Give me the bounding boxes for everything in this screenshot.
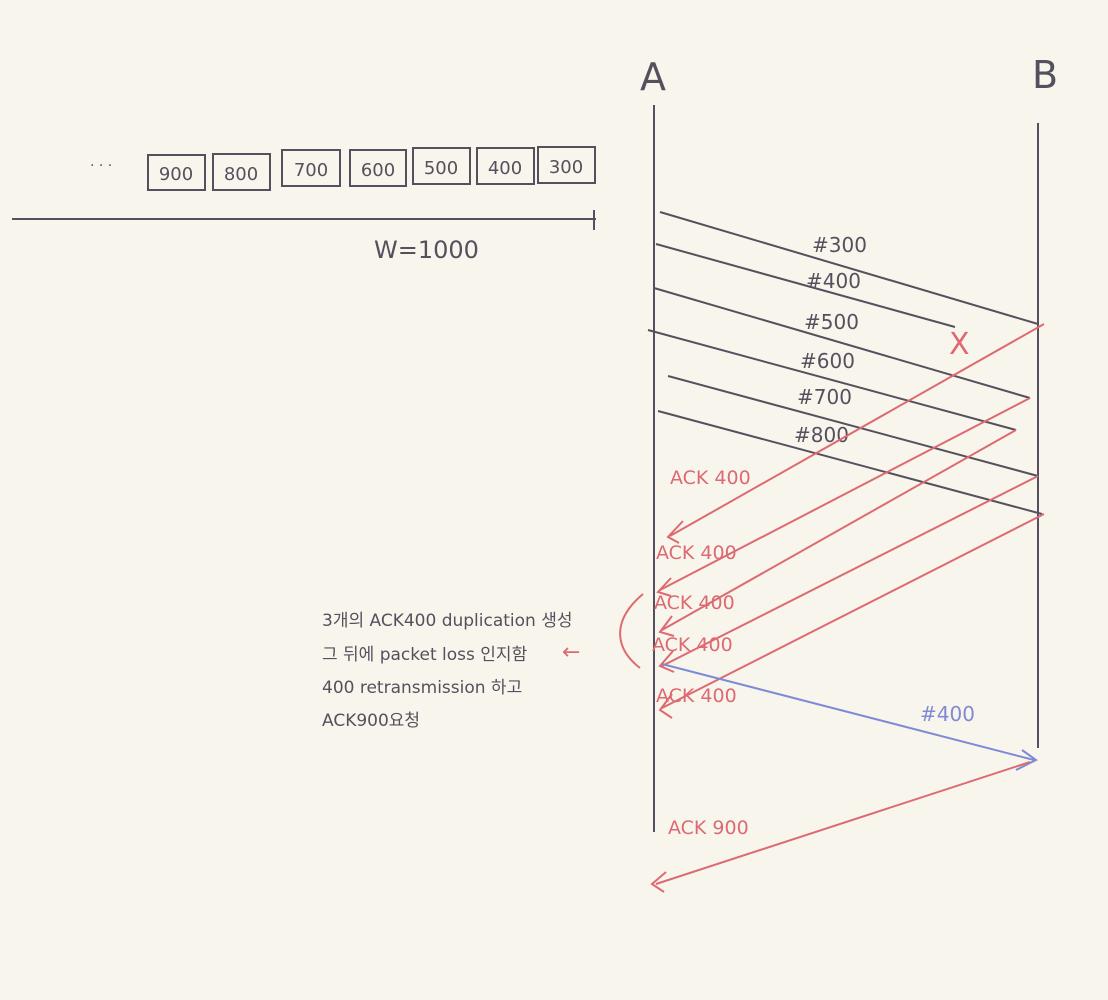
ack-group-bracket	[619, 593, 644, 669]
segment-line	[655, 243, 956, 328]
loss-mark: X	[949, 327, 970, 362]
ack-label: ACK 400	[656, 542, 737, 564]
retransmission-label: #400	[920, 702, 975, 726]
ack-label: ACK 400	[654, 592, 735, 614]
ack-label: ACK 400	[670, 467, 751, 489]
packet-box	[476, 147, 535, 185]
ack-arrowhead	[656, 577, 672, 597]
final-ack-label: ACK 900	[668, 817, 749, 839]
ack-arrowhead	[658, 615, 675, 637]
segment-line	[657, 410, 1043, 515]
ack-line	[669, 323, 1045, 537]
segment-label: #400	[806, 269, 861, 293]
packet-label: 300	[549, 157, 583, 178]
ack-label: ACK 400	[652, 634, 733, 656]
segment-label: #700	[797, 385, 852, 409]
ack-line	[661, 429, 1017, 631]
ack-line	[661, 475, 1039, 667]
window-size-label: W=1000	[374, 236, 479, 264]
ack-arrowhead	[658, 693, 673, 719]
window-ellipsis: · · ·	[90, 158, 112, 174]
segments	[647, 211, 1043, 515]
segment-line	[653, 287, 1031, 399]
packet-box	[537, 146, 596, 184]
packet-box	[212, 153, 271, 191]
packet-box	[281, 149, 341, 187]
segment-label: #500	[804, 310, 859, 334]
note-line-3: 400 retransmission 하고	[322, 678, 523, 698]
final-ack-arrowhead	[650, 871, 667, 893]
packet-box	[412, 147, 471, 185]
packet-label: 400	[488, 158, 522, 179]
segment-line	[659, 211, 1039, 325]
segment-line	[647, 329, 1017, 431]
host-a-label: A	[640, 55, 666, 99]
ack-line	[661, 513, 1045, 709]
ack-labels: ACK 400 ACK 400 ACK 400 ACK 400 ACK 400	[652, 467, 751, 707]
retransmission-line	[661, 663, 1035, 761]
packet-label: 900	[159, 164, 193, 185]
segment-line	[667, 375, 1039, 477]
packet-box	[147, 154, 206, 191]
final-ack-line	[655, 761, 1031, 885]
note-line-4: ACK900요청	[322, 711, 421, 731]
note-line-1: 3개의 ACK400 duplication 생성	[322, 611, 573, 631]
segment-label: #800	[794, 423, 849, 447]
segment-label: #300	[812, 233, 867, 257]
host-b-label: B	[1032, 53, 1058, 97]
segment-label: #600	[800, 349, 855, 373]
ack-arrowhead	[666, 520, 684, 544]
ack-arrowhead	[658, 650, 675, 673]
packet-box	[349, 149, 407, 187]
ack-arrows	[656, 323, 1045, 719]
ack-line	[659, 397, 1031, 591]
packet-label: 500	[424, 158, 458, 179]
retransmission-arrowhead	[1015, 749, 1038, 771]
note-line-2: 그 뒤에 packet loss 인지함	[322, 645, 528, 665]
window-packets: 900 800 700 600 500 400 300	[147, 146, 596, 191]
ack-label: ACK 400	[656, 685, 737, 707]
packet-label: 800	[224, 164, 258, 185]
note-arrow: ←	[562, 640, 581, 665]
packet-label: 600	[361, 160, 395, 181]
packet-label: 700	[294, 160, 328, 181]
segment-labels: #300 #400 #500 #600 #700 #800	[794, 233, 867, 447]
